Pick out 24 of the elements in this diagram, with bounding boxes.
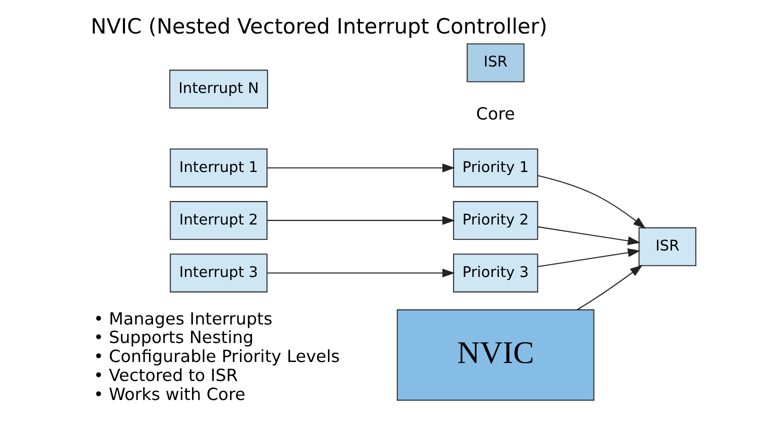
label: Core	[476, 103, 516, 124]
arrow	[538, 248, 640, 268]
node-box: Interrupt 1	[170, 148, 268, 188]
label: • Works with Core	[94, 384, 246, 404]
node-box: ISR	[466, 43, 524, 82]
arrow	[267, 164, 455, 172]
label: • Vectored to ISR	[94, 365, 238, 386]
arrow	[538, 175, 646, 229]
node-box: NVIC	[396, 309, 594, 401]
label: • Manages Interrupts	[94, 308, 272, 328]
arrow	[576, 264, 643, 310]
node-box: Interrupt 3	[170, 254, 268, 292]
node-box: Priority 2	[453, 201, 538, 240]
arrow	[267, 268, 455, 278]
node-box: Priority 3	[453, 254, 538, 292]
diagram-title: NVIC (Nested Vectored Interrupt Controller)	[90, 13, 548, 38]
arrow	[538, 226, 640, 246]
label: • Configurable Priority Levels	[94, 346, 340, 366]
node-box: Interrupt 2	[170, 201, 268, 240]
node-box: Priority 1	[453, 148, 538, 188]
label: • Supports Nesting	[94, 327, 254, 348]
node-box: ISR	[638, 227, 696, 266]
node-box: Interrupt N	[169, 70, 268, 109]
arrow	[267, 216, 455, 225]
